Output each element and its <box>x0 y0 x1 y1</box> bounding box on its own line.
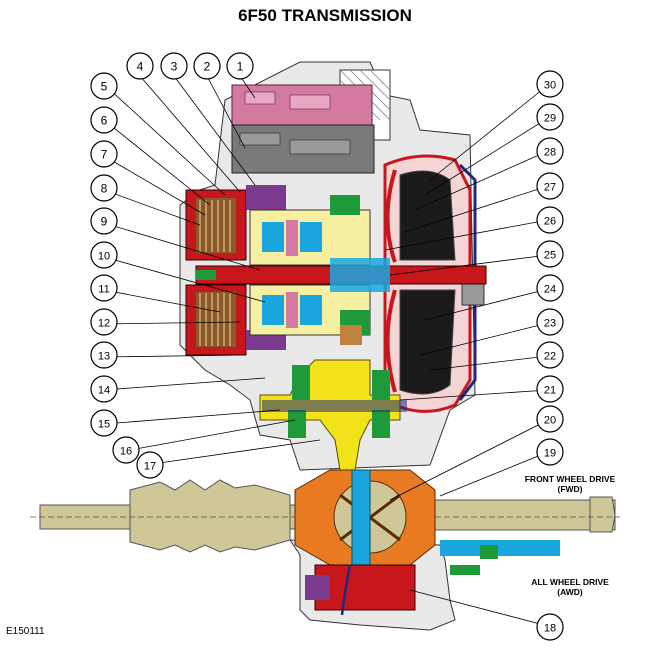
svg-text:13: 13 <box>98 351 110 363</box>
svg-text:9: 9 <box>101 215 108 229</box>
svg-text:1: 1 <box>237 60 244 74</box>
svg-text:21: 21 <box>544 385 556 397</box>
fwd-label: FRONT WHEEL DRIVE (FWD) <box>500 474 640 494</box>
callout-29: 29 <box>536 103 564 131</box>
svg-text:15: 15 <box>98 419 110 431</box>
callout-15: 15 <box>90 409 118 437</box>
callout-27: 27 <box>536 172 564 200</box>
callout-19: 19 <box>536 438 564 466</box>
svg-text:14: 14 <box>98 385 110 397</box>
callout-7: 7 <box>90 140 118 168</box>
svg-text:30: 30 <box>544 80 556 92</box>
svg-text:8: 8 <box>101 182 108 196</box>
svg-text:2: 2 <box>204 60 211 74</box>
svg-text:29: 29 <box>544 113 556 125</box>
svg-text:11: 11 <box>98 284 109 296</box>
fwd-label-line2: (FWD) <box>557 484 583 494</box>
awd-label-line2: (AWD) <box>557 587 583 597</box>
svg-text:28: 28 <box>544 147 556 159</box>
leader-lines <box>103 75 549 627</box>
figure-reference: E150111 <box>6 626 45 637</box>
callout-30: 30 <box>536 70 564 98</box>
callout-25: 25 <box>536 240 564 268</box>
svg-text:6: 6 <box>101 114 108 128</box>
svg-text:23: 23 <box>544 318 556 330</box>
callout-3: 3 <box>160 52 188 80</box>
svg-text:10: 10 <box>98 251 110 263</box>
svg-text:3: 3 <box>171 60 178 74</box>
planetary-gear-sets <box>249 195 371 345</box>
callout-9: 9 <box>90 207 118 235</box>
fwd-label-line1: FRONT WHEEL DRIVE <box>524 474 616 484</box>
svg-text:22: 22 <box>544 351 556 363</box>
callout-17: 17 <box>136 451 164 479</box>
callout-16: 16 <box>112 436 140 464</box>
callout-1: 1 <box>226 52 254 80</box>
half-shafts <box>30 479 620 553</box>
svg-text:5: 5 <box>101 80 108 94</box>
callout-5: 5 <box>90 72 118 100</box>
awd-label: ALL WHEEL DRIVE (AWD) <box>505 577 635 597</box>
svg-text:12: 12 <box>98 318 110 330</box>
page-title: 6F50 TRANSMISSION <box>238 6 412 25</box>
svg-text:17: 17 <box>144 461 156 473</box>
callout-2: 2 <box>193 52 221 80</box>
callout-18: 18 <box>536 613 564 641</box>
svg-text:18: 18 <box>544 623 556 635</box>
callout-14: 14 <box>90 375 118 403</box>
svg-text:27: 27 <box>544 182 556 194</box>
svg-text:26: 26 <box>544 216 556 228</box>
svg-text:4: 4 <box>137 60 144 74</box>
callout-10: 10 <box>90 241 118 269</box>
callout-4: 4 <box>126 52 154 80</box>
callout-12: 12 <box>90 308 118 336</box>
callout-28: 28 <box>536 137 564 165</box>
callout-24: 24 <box>536 274 564 302</box>
input-shaft <box>195 258 487 292</box>
svg-text:24: 24 <box>544 284 556 296</box>
callout-circles: 1 2 3 4 5 6 7 8 9 10 11 12 13 14 15 16 1… <box>90 52 564 641</box>
callout-20: 20 <box>536 405 564 433</box>
svg-text:7: 7 <box>101 148 108 162</box>
callout-21: 21 <box>536 375 564 403</box>
clutch-packs <box>185 185 286 356</box>
svg-text:25: 25 <box>544 250 556 262</box>
callout-13: 13 <box>90 341 118 369</box>
differential <box>294 469 436 571</box>
awd-power-transfer-unit <box>305 540 560 616</box>
valve-body <box>231 124 375 174</box>
solenoid-body <box>231 84 373 126</box>
callout-11: 11 <box>90 274 118 302</box>
svg-text:20: 20 <box>544 415 556 427</box>
callout-26: 26 <box>536 206 564 234</box>
svg-text:16: 16 <box>120 446 132 458</box>
callout-22: 22 <box>536 341 564 369</box>
callout-8: 8 <box>90 174 118 202</box>
transfer-gear <box>259 359 407 471</box>
awd-label-line1: ALL WHEEL DRIVE <box>531 577 609 587</box>
svg-text:19: 19 <box>544 448 556 460</box>
callout-6: 6 <box>90 106 118 134</box>
callout-23: 23 <box>536 308 564 336</box>
